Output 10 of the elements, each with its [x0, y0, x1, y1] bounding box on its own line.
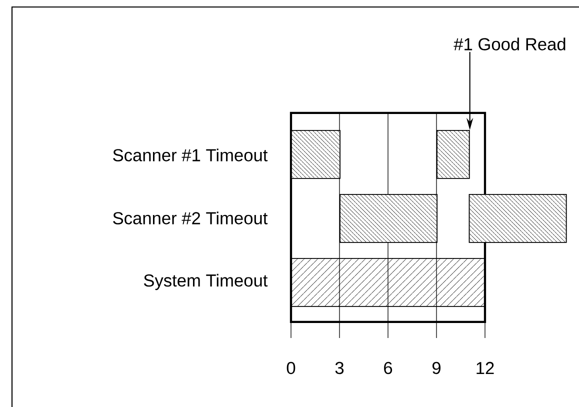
row-label: Scanner #1 Timeout	[113, 148, 268, 162]
tick-label: 6	[384, 362, 392, 374]
tick-label: 3	[335, 362, 344, 374]
row-label: System Timeout	[144, 274, 268, 290]
tick-label: 0	[286, 362, 296, 374]
tick-label: 12	[476, 362, 494, 374]
annotation-text: #1 Good Read	[454, 38, 566, 50]
tick-label: 9	[432, 362, 440, 374]
timeout-bar	[291, 258, 486, 307]
row-label: Scanner #2 Timeout	[113, 212, 268, 224]
